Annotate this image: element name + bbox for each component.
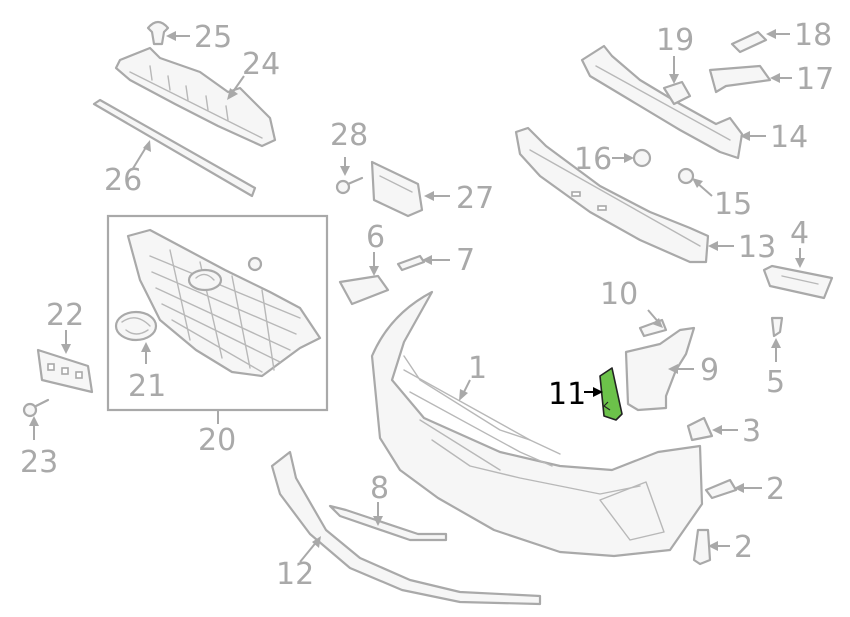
part-bolt [335,176,364,195]
part-energy-absorber [514,126,710,264]
callout-25: 25 [194,20,232,55]
part-clip [686,416,714,442]
part-screw [22,398,50,418]
callout-15: 15 [714,187,752,222]
part-bolt [770,316,784,338]
callout-13: 13 [738,230,776,265]
part-mounting-plate [36,348,94,394]
callout-labels: 25 24 26 28 27 6 7 22 21 23 20 8 12 1 11… [20,18,834,592]
part-radiator-grille [126,228,322,378]
part-lower-lip-spoiler [270,450,542,606]
part-lower-molding [328,504,448,542]
callout-8: 8 [370,471,389,506]
callout-10: 10 [600,277,638,312]
callout-24: 24 [242,47,280,82]
callout-4: 4 [790,216,809,251]
callout-7: 7 [456,243,475,278]
callout-26: 26 [104,163,142,198]
callout-6: 6 [366,220,385,255]
part-screw [638,318,668,338]
callout-18: 18 [794,18,832,53]
callout-3: 3 [742,414,761,449]
callout-12: 12 [276,557,314,592]
part-bracket [662,80,692,106]
callout-20: 20 [198,423,236,458]
part-front-bumper-cover [370,290,704,558]
leader-lines [29,29,805,563]
callout-11: 11 [548,377,586,412]
part-screw [396,254,426,272]
callout-17: 17 [796,62,834,97]
part-bolt [730,30,768,54]
callout-16: 16 [574,142,612,177]
callout-19: 19 [656,23,694,58]
callout-23: 23 [20,445,58,480]
part-screw [704,478,738,500]
leader-line-highlighted [584,387,603,397]
callout-2-upper: 2 [766,472,785,507]
part-highlighted-bumper-bracket [599,367,623,421]
part-bracket [370,160,424,218]
part-bolt [677,167,695,185]
part-upper-grille-bracket [114,46,277,148]
part-nut [632,148,652,168]
callout-5: 5 [766,365,785,400]
callout-9: 9 [700,353,719,388]
part-grille-molding-strip [92,98,257,198]
part-fog-lamp-cover [762,264,834,300]
callout-21: 21 [128,369,166,404]
part-emblem [114,310,158,342]
part-grille-bolt-hole [247,256,263,272]
part-clip [146,20,170,46]
callout-22: 22 [46,298,84,333]
callout-27: 27 [456,181,494,216]
part-side-bracket [338,274,390,306]
callout-14: 14 [770,120,808,155]
callout-2-lower: 2 [734,530,753,565]
part-bracket [708,64,772,94]
callout-28: 28 [330,118,368,153]
part-screw [692,528,712,566]
part-bumper-reinforcement-beam [580,44,744,160]
callout-1: 1 [468,351,487,386]
